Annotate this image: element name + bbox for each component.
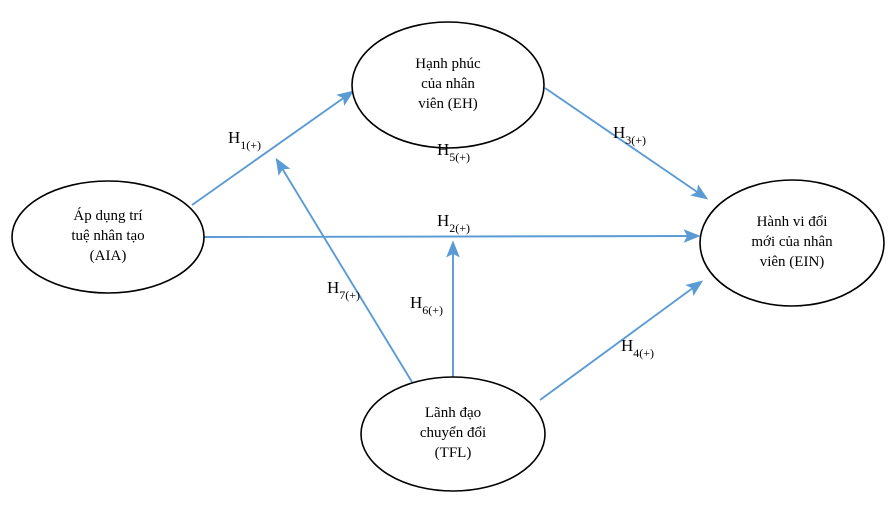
node-layer <box>11 21 885 492</box>
path-label-h3: H3(+) <box>613 123 647 148</box>
node-eh-shape[interactable] <box>351 21 545 149</box>
path-label-h7: H7(+) <box>327 278 361 303</box>
arrow-layer <box>191 87 709 401</box>
path-label-h1: H1(+) <box>228 128 262 153</box>
path-label-h6: H6(+) <box>410 293 444 318</box>
path-label-h4: H4(+) <box>621 336 655 361</box>
path-label-h2: H2(+) <box>437 211 471 236</box>
node-tfl-shape[interactable] <box>360 376 546 492</box>
arrow-h4 <box>539 280 704 401</box>
node-ein-shape[interactable] <box>699 179 885 307</box>
arrow-h7 <box>275 157 413 383</box>
path-label-h5: H5(+) <box>437 140 471 165</box>
node-aia-shape[interactable] <box>11 180 205 294</box>
arrow-h1 <box>191 90 355 206</box>
arrow-h3 <box>544 87 709 200</box>
arrow-h2 <box>203 229 701 243</box>
